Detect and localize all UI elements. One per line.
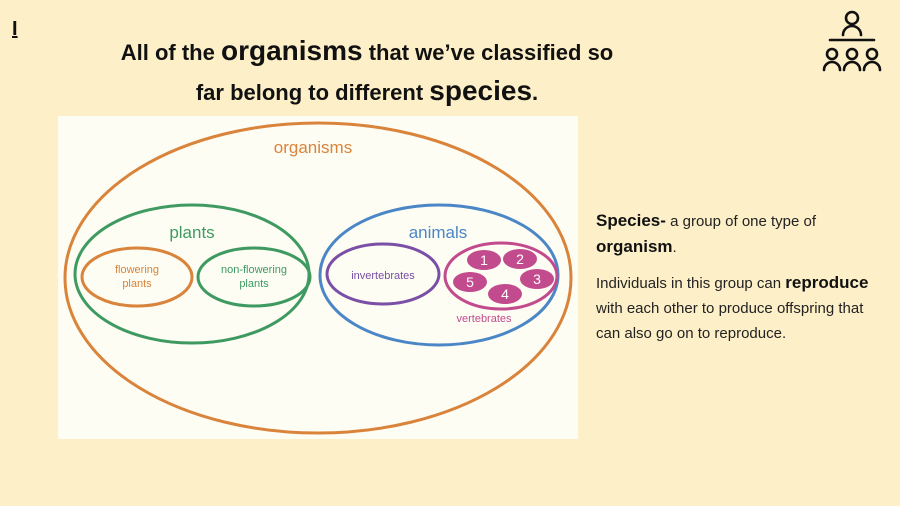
species-5-oval [453, 272, 487, 292]
plants-label: plants [169, 223, 214, 242]
title-line2-post: . [532, 80, 539, 105]
title-keyword-organisms: organisms [220, 35, 363, 66]
title-line1-post: that we’ve classified so [362, 40, 614, 65]
non-flowering-plants-label-2: plants [239, 278, 269, 290]
species-1-oval [467, 250, 501, 270]
title-keyword-species: species [429, 75, 533, 106]
title-line2-pre: far belong to different [195, 80, 430, 105]
species-4-label: 4 [501, 286, 509, 302]
species-4: 4 [488, 284, 522, 304]
flowering-plants-ellipse [80, 246, 194, 308]
species-definition: Species- a group of one type of organism… [596, 208, 886, 260]
species-5-label: 5 [466, 274, 474, 290]
group-presenter-icon [822, 10, 882, 72]
species-1-label: 1 [480, 252, 488, 268]
species-definition-panel: Species- a group of one type of organism… [596, 208, 886, 356]
species-4-oval [488, 284, 522, 304]
species-2-oval [503, 249, 537, 269]
non-flowering-plants-ellipse [196, 246, 312, 308]
classification-diagram: organisms plants flowering plants non-fl… [58, 116, 578, 439]
species-definition-text: a group of one type of [665, 213, 817, 230]
species-2-label: 2 [516, 251, 524, 267]
species-2: 2 [503, 249, 537, 269]
species-5: 5 [453, 272, 487, 292]
species-3-label: 3 [533, 271, 541, 287]
reproduce-term: reproduce [785, 273, 869, 292]
flowering-plants-label-1: flowering [115, 264, 159, 276]
vertebrates-label: vertebrates [456, 313, 512, 325]
species-1: 1 [467, 250, 501, 270]
organisms-label: organisms [274, 138, 352, 157]
species-term: Species- [596, 211, 666, 230]
species-definition-end: . [672, 239, 677, 256]
reproduction-explanation: Individuals in this group can reproduce … [596, 270, 886, 346]
vertebrates-ellipse [443, 241, 559, 311]
organism-term: organism [596, 237, 673, 256]
non-flowering-plants-label-1: non-flowering [221, 264, 287, 276]
reproduction-text-post: with each other to produce offspring tha… [596, 300, 864, 342]
species-3-oval [520, 269, 554, 289]
flowering-plants-label-2: plants [122, 278, 152, 290]
organisms-ellipse [63, 121, 573, 435]
animals-label: animals [409, 223, 468, 242]
reproduction-text-pre: Individuals in this group can [596, 275, 786, 292]
corner-mark: I [12, 18, 18, 40]
slide-title: All of the organisms that we’ve classifi… [80, 32, 654, 112]
invertebrates-label: invertebrates [351, 270, 415, 282]
invertebrates-ellipse [325, 242, 441, 306]
title-line1-pre: All of the [120, 40, 221, 65]
species-3: 3 [520, 269, 554, 289]
classification-venn: organisms plants flowering plants non-fl… [63, 121, 573, 435]
